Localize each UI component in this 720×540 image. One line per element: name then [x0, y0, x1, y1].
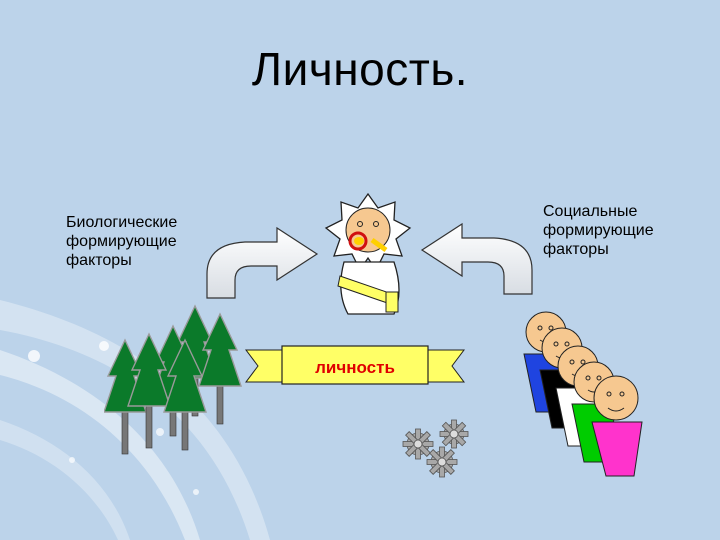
social-factors-label: Социальные формирующие факторы	[543, 203, 654, 258]
banner-icon	[245, 345, 465, 385]
right-curved-arrow-icon	[420, 222, 533, 295]
people-group-icon	[523, 311, 643, 477]
trees-icon	[104, 304, 242, 455]
personality-banner-text: личность	[315, 358, 395, 377]
biological-factors-label: Биологические формирующие факторы	[66, 214, 178, 269]
baby-icon	[324, 192, 412, 315]
gears-icon	[402, 419, 469, 478]
slide-title: Личность.	[251, 43, 469, 95]
left-curved-arrow-icon	[206, 226, 319, 299]
